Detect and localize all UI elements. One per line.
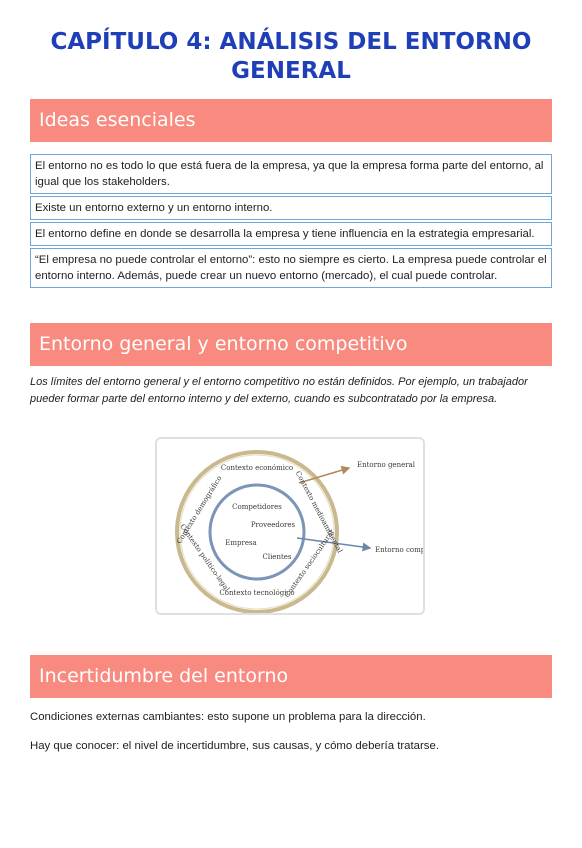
outer-ring-inner-edge <box>179 454 335 610</box>
label-contexto-tecnologico: Contexto tecnológico <box>219 589 294 597</box>
label-contexto-politico: Contexto político-legal <box>178 523 231 594</box>
label-proveedores: Proveedores <box>251 521 296 529</box>
outer-ring <box>175 450 339 613</box>
idea-item: El entorno define en donde se desarrolla… <box>30 222 552 246</box>
idea-item: Existe un entorno externo y un entorno i… <box>30 196 552 220</box>
label-contexto-economico: Contexto económico <box>221 464 293 472</box>
section-header-entorno: Entorno general y entorno competitivo <box>30 323 552 366</box>
idea-item: El entorno no es todo lo que está fuera … <box>30 154 552 194</box>
inner-ring <box>208 483 306 581</box>
section-header-incertidumbre: Incertidumbre del entorno <box>30 655 552 698</box>
idea-item: “El empresa no puede controlar el entorn… <box>30 248 552 288</box>
ideas-list: El entorno no es todo lo que está fuera … <box>30 154 552 290</box>
label-entorno-general: Entorno general <box>357 461 416 469</box>
section-header-ideas: Ideas esenciales <box>30 99 552 142</box>
arrow-general <box>298 465 351 484</box>
incertidumbre-paragraph-2: Hay que conocer: el nivel de incertidumb… <box>30 740 440 752</box>
label-competidores: Competidores <box>232 503 282 511</box>
entorno-diagram-svg: Contexto económico Contexto demográfico … <box>175 450 423 613</box>
label-empresa: Empresa <box>225 539 256 547</box>
entorno-diagram: Contexto económico Contexto demográfico … <box>155 437 425 615</box>
arrow-competitivo <box>296 537 372 552</box>
label-clientes: Clientes <box>262 553 291 561</box>
incertidumbre-paragraph-1: Condiciones externas cambiantes: esto su… <box>30 711 426 723</box>
entorno-paragraph: Los límites del entorno general y el ent… <box>30 376 528 405</box>
page-title: CAPÍTULO 4: ANÁLISIS DEL ENTORNO GENERAL <box>50 29 532 84</box>
label-entorno-competitivo: Entorno competitivo <box>375 546 423 554</box>
